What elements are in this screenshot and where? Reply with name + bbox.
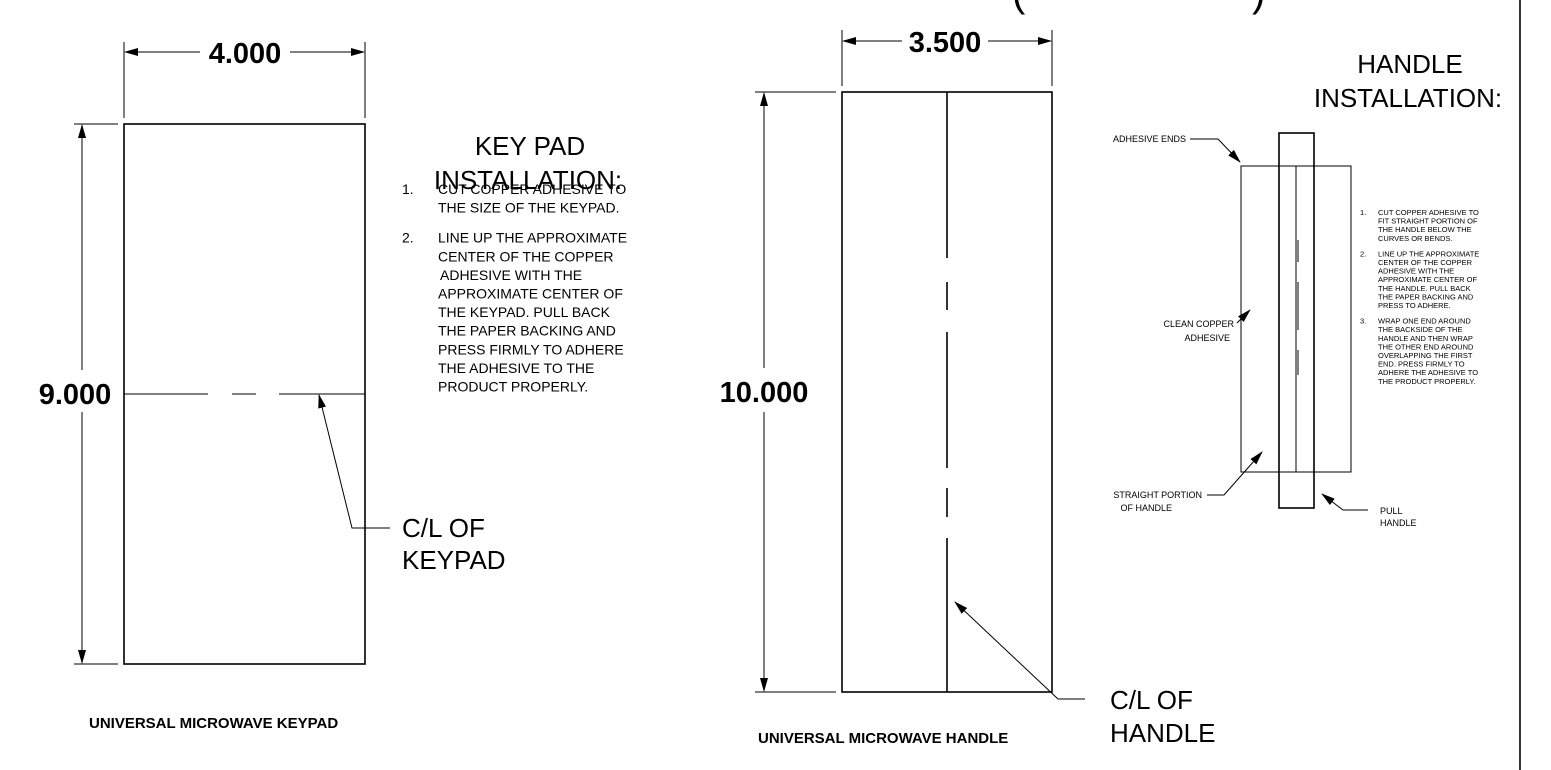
step-text-line: CENTER OF THE COPPER <box>438 248 614 264</box>
step-text-line: HANDLE AND THEN WRAP <box>1378 334 1473 343</box>
clean-copper-label-1: CLEAN COPPER <box>1163 319 1234 329</box>
step-text-line: CUT COPPER ADHESIVE TO <box>438 181 626 197</box>
keypad-centerline-label-2: KEYPAD <box>402 545 506 575</box>
handle-caption: UNIVERSAL MICROWAVE HANDLE <box>758 730 1008 747</box>
clean-copper-leader <box>1236 309 1251 324</box>
step-text-line: FIT STRAIGHT PORTION OF <box>1378 217 1478 226</box>
keypad-instructions-title-1: KEY PAD <box>475 131 585 161</box>
clean-copper-label-2: ADHESIVE <box>1184 333 1230 343</box>
step-text-line: THE KEYPAD. PULL BACK <box>438 304 611 320</box>
step-text-line: PRESS TO ADHERE. <box>1378 301 1451 310</box>
pull-handle-label-2: HANDLE <box>1380 518 1417 528</box>
step-text-line: LINE UP THE APPROXIMATE <box>438 230 627 246</box>
keypad-drawing: 4.000 9.000 C/L OF KEYPAD UNIVERSAL MICR… <box>39 38 506 732</box>
step-text-line: APPROXIMATE CENTER OF <box>438 286 623 302</box>
keypad-caption: UNIVERSAL MICROWAVE KEYPAD <box>89 715 338 732</box>
step-text-line: ADHERE THE ADHESIVE TO <box>1378 368 1478 377</box>
header-fragment: ( ) <box>1012 0 1265 15</box>
keypad-steps-list: 1. CUT COPPER ADHESIVE TO THE SIZE OF THE … <box>402 181 627 395</box>
header-left-paren: ( <box>1012 0 1026 15</box>
step-text-line: ADHESIVE WITH THE <box>440 267 582 283</box>
handle-instructions-title-2: INSTALLATION: <box>1314 83 1502 113</box>
step-text-line: CUT COPPER ADHESIVE TO <box>1378 208 1479 217</box>
keypad-instructions-title-2: INSTALLATION: <box>434 165 622 195</box>
step-text-line: THE PAPER BACKING AND <box>438 323 616 339</box>
pull-handle-label-1: PULL <box>1380 506 1403 516</box>
step-text-line: LINE UP THE APPROXIMATE <box>1378 249 1479 258</box>
step-text-line: CURVES OR BENDS. <box>1378 234 1452 243</box>
handle-centerline-label-1: C/L OF <box>1110 685 1193 715</box>
step-number: 1. <box>1360 208 1366 217</box>
step-text-line: THE BACKSIDE OF THE <box>1378 325 1462 334</box>
step-text-line: THE SIZE OF THE KEYPAD. <box>438 200 620 216</box>
step-text-line: CENTER OF THE COPPER <box>1378 258 1473 267</box>
keypad-centerline-label-1: C/L OF <box>402 513 485 543</box>
step-text-line: WRAP ONE END AROUND <box>1378 317 1471 326</box>
handle-centerline-leader <box>954 601 1085 700</box>
handle-width-dimension: 3.500 <box>909 27 982 59</box>
keypad-height-dimension: 9.000 <box>39 379 112 411</box>
keypad-width-dimension: 4.000 <box>209 38 282 70</box>
adhesive-ends-label: ADHESIVE ENDS <box>1113 134 1186 144</box>
straight-portion-label-2: OF HANDLE <box>1120 503 1172 513</box>
step-text-line: THE HANDLE BELOW THE <box>1378 225 1472 234</box>
step-number: 3. <box>1360 317 1366 326</box>
step-number: 2. <box>1360 249 1366 258</box>
straight-portion-label-1: STRAIGHT PORTION <box>1113 490 1202 500</box>
pull-handle-shape <box>1278 132 1315 509</box>
step-text-line: THE ADHESIVE TO THE <box>438 360 594 376</box>
step-text-line: END. PRESS FIRMLY TO <box>1378 360 1465 369</box>
keypad-centerline-leader <box>318 394 390 529</box>
header-right-paren: ) <box>1252 0 1265 15</box>
step-text-line: PRESS FIRMLY TO ADHERE <box>438 341 624 357</box>
step-text-line: THE PRODUCT PROPERLY. <box>1378 377 1476 386</box>
handle-centerline-label-2: HANDLE <box>1110 718 1215 748</box>
handle-height-dimension: 10.000 <box>720 377 809 409</box>
handle-installation: HANDLE INSTALLATION: ADHESIVE ENDS CLEAN… <box>1113 49 1502 528</box>
step-number: 1. <box>402 181 414 197</box>
straight-portion-leader <box>1207 451 1263 496</box>
step-text-line: THE PAPER BACKING AND <box>1378 292 1474 301</box>
step-text-line: OVERLAPPING THE FIRST <box>1378 351 1473 360</box>
adhesive-ends-leader <box>1190 138 1241 163</box>
handle-drawing: 3.500 10.000 C/L OF HANDLE UNIVERSAL MIC… <box>720 27 1216 748</box>
pull-handle-leader <box>1321 493 1368 511</box>
step-text-line: PRODUCT PROPERLY. <box>438 379 588 395</box>
step-text-line: THE HANDLE. PULL BACK <box>1378 284 1471 293</box>
step-text-line: ADHESIVE WITH THE <box>1378 267 1454 276</box>
step-text-line: APPROXIMATE CENTER OF <box>1378 275 1477 284</box>
keypad-instructions: KEY PAD INSTALLATION: 1. CUT COPPER ADHES… <box>402 131 627 395</box>
step-text-line: THE OTHER END AROUND <box>1378 342 1474 351</box>
step-number: 2. <box>402 230 414 246</box>
handle-instructions-title-1: HANDLE <box>1357 49 1462 79</box>
